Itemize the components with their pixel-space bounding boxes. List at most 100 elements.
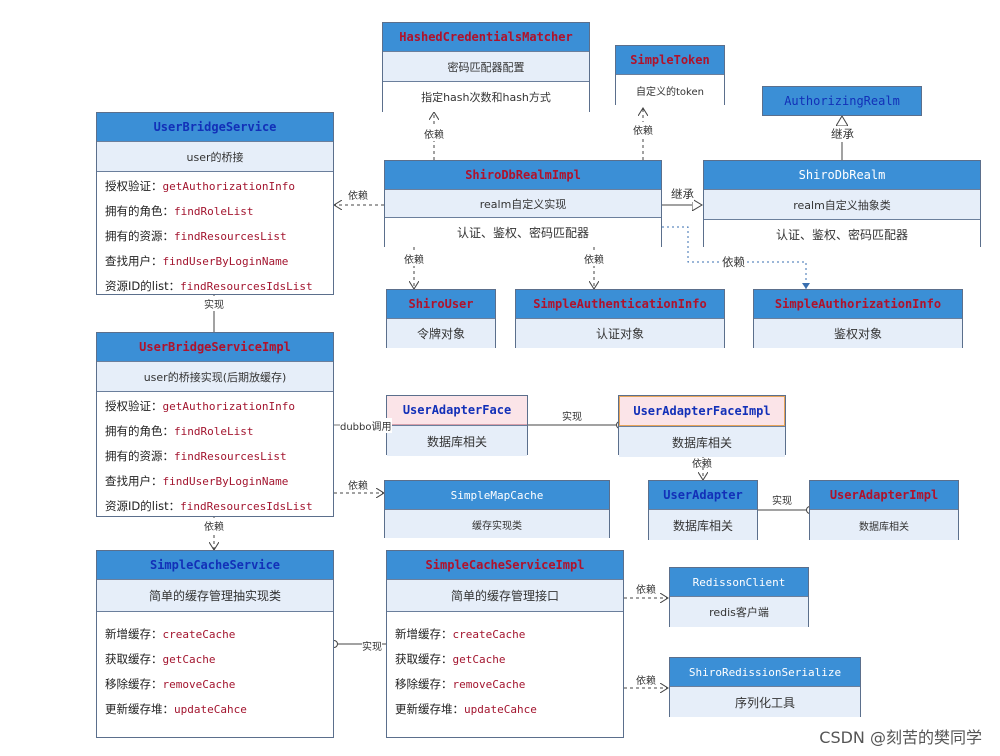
class-description: 序列化工具	[670, 686, 860, 717]
op-label: 移除缓存：	[105, 677, 163, 691]
op-method: getCache	[162, 653, 216, 666]
class-user-adapter-face[interactable]: UserAdapterFace 数据库相关	[386, 395, 528, 456]
operation: 更新缓存堆：updateCahce	[395, 697, 615, 722]
op-label: 资源ID的list：	[105, 279, 181, 293]
operation-list: 授权验证：getAuthorizationInfo 拥有的角色：findRole…	[97, 171, 333, 299]
operation: 授权验证：getAuthorizationInfo	[105, 394, 325, 419]
operation: 移除缓存：removeCache	[105, 672, 325, 697]
op-method: findRoleList	[174, 205, 254, 218]
operation: 拥有的角色：findRoleList	[105, 419, 325, 444]
op-label: 新增缓存：	[105, 627, 163, 641]
operation-list: 授权验证：getAuthorizationInfo 拥有的角色：findRole…	[97, 391, 333, 519]
class-description: 数据库相关	[619, 426, 785, 457]
label-depends: 依赖	[722, 254, 745, 270]
class-authorizing-realm[interactable]: AuthorizingRealm	[762, 86, 922, 116]
class-user-bridge-service[interactable]: UserBridgeService user的桥接 授权验证：getAuthor…	[96, 112, 334, 295]
op-label: 授权验证：	[105, 179, 163, 193]
class-name: SimpleAuthenticationInfo	[516, 290, 724, 318]
dep-realm-to-authzinfo	[662, 226, 810, 289]
op-method: getAuthorizationInfo	[162, 400, 295, 413]
op-method: updateCahce	[174, 703, 247, 716]
class-user-bridge-service-impl[interactable]: UserBridgeServiceImpl user的桥接实现(后期放缓存) 授…	[96, 332, 334, 517]
label-inherits: 继承	[831, 126, 854, 142]
operation: 拥有的资源：findResourcesList	[105, 224, 325, 249]
label-depends: 依赖	[636, 672, 656, 687]
class-shiro-redission-serialize[interactable]: ShiroRedissionSerialize 序列化工具	[669, 657, 861, 717]
class-user-adapter-face-impl[interactable]: UserAdapterFaceImpl 数据库相关	[618, 395, 786, 457]
class-user-adapter[interactable]: UserAdapter 数据库相关	[648, 480, 758, 540]
operation: 移除缓存：removeCache	[395, 672, 615, 697]
class-redisson-client[interactable]: RedissonClient redis客户端	[669, 567, 809, 627]
class-description: 数据库相关	[387, 425, 527, 456]
class-description: 数据库相关	[649, 509, 757, 540]
operation: 获取缓存：getCache	[105, 647, 325, 672]
operation: 查找用户：findUserByLoginName	[105, 249, 325, 274]
op-method: findResourcesList	[174, 450, 287, 463]
class-simple-authorization-info[interactable]: SimpleAuthorizationInfo 鉴权对象	[753, 289, 963, 348]
op-method: findUserByLoginName	[162, 475, 289, 488]
class-name: ShiroRedissionSerialize	[670, 658, 860, 686]
operation: 更新缓存堆：updateCahce	[105, 697, 325, 722]
op-label: 授权验证：	[105, 399, 163, 413]
class-simple-token[interactable]: SimpleToken 自定义的token	[615, 45, 725, 105]
label-depends: 依赖	[633, 122, 653, 137]
op-method: removeCache	[162, 678, 236, 691]
operation: 新增缓存：createCache	[105, 622, 325, 647]
class-simple-authentication-info[interactable]: SimpleAuthenticationInfo 认证对象	[515, 289, 725, 348]
op-label: 查找用户：	[105, 474, 163, 488]
class-name: SimpleCacheService	[97, 551, 333, 579]
class-stereotype: user的桥接实现(后期放缓存)	[97, 361, 333, 391]
class-name: ShiroDbRealmImpl	[385, 161, 661, 189]
class-shiro-user[interactable]: ShiroUser 令牌对象	[386, 289, 496, 348]
class-simple-cache-service[interactable]: SimpleCacheService 简单的缓存管理抽实现类 新增缓存：crea…	[96, 550, 334, 738]
class-hashed-credentials-matcher[interactable]: HashedCredentialsMatcher 密码匹配器配置 指定hash次…	[382, 22, 590, 112]
class-description: 缓存实现类	[385, 509, 609, 538]
op-method: findUserByLoginName	[162, 255, 289, 268]
class-name: SimpleMapCache	[385, 481, 609, 509]
label-implements: 实现	[204, 296, 224, 311]
class-name: AuthorizingRealm	[763, 87, 921, 115]
op-label: 资源ID的list：	[105, 499, 181, 513]
class-name: UserAdapterFace	[387, 396, 527, 425]
operation: 新增缓存：createCache	[395, 622, 615, 647]
class-description: 指定hash次数和hash方式	[383, 81, 589, 112]
op-method: getAuthorizationInfo	[162, 180, 295, 193]
op-label: 获取缓存：	[395, 652, 453, 666]
label-depends: 依赖	[424, 126, 444, 141]
op-label: 查找用户：	[105, 254, 163, 268]
class-description: 认证、鉴权、密码匹配器	[704, 219, 980, 248]
op-method: createCache	[452, 628, 526, 641]
operation: 资源ID的list：findResourcesIdsList	[105, 494, 325, 519]
op-method: getCache	[452, 653, 506, 666]
operation-list: 新增缓存：createCache 获取缓存：getCache 移除缓存：remo…	[387, 611, 623, 722]
class-name: ShiroUser	[387, 290, 495, 318]
class-stereotype: user的桥接	[97, 141, 333, 171]
op-label: 更新缓存堆：	[395, 702, 464, 716]
op-label: 拥有的角色：	[105, 204, 174, 218]
class-simple-map-cache[interactable]: SimpleMapCache 缓存实现类	[384, 480, 610, 538]
class-name: UserAdapter	[649, 481, 757, 509]
class-name: SimpleAuthorizationInfo	[754, 290, 962, 318]
class-simple-cache-service-impl[interactable]: SimpleCacheServiceImpl 简单的缓存管理接口 新增缓存：cr…	[386, 550, 624, 738]
class-description: redis客户端	[670, 596, 808, 627]
label-implements: 实现	[772, 492, 792, 507]
watermark: CSDN @刻苦的樊同学	[819, 728, 982, 747]
op-label: 移除缓存：	[395, 677, 453, 691]
label-implements: 实现	[562, 408, 582, 423]
label-implements: 实现	[362, 638, 382, 653]
label-depends: 依赖	[348, 477, 368, 492]
op-method: findRoleList	[174, 425, 254, 438]
label-depends: 依赖	[692, 459, 712, 470]
operation: 拥有的角色：findRoleList	[105, 199, 325, 224]
class-user-adapter-impl[interactable]: UserAdapterImpl 数据库相关	[809, 480, 959, 540]
class-name: UserAdapterFaceImpl	[619, 396, 785, 426]
op-method: updateCahce	[464, 703, 537, 716]
class-shiro-db-realm-impl[interactable]: ShiroDbRealmImpl realm自定义实现 认证、鉴权、密码匹配器	[384, 160, 662, 247]
op-label: 拥有的资源：	[105, 449, 174, 463]
class-shiro-db-realm[interactable]: ShiroDbRealm realm自定义抽象类 认证、鉴权、密码匹配器	[703, 160, 981, 248]
label-dubbo-call: dubbo调用	[340, 418, 392, 433]
label-depends: 依赖	[204, 518, 224, 533]
label-depends: 依赖	[404, 251, 424, 266]
class-stereotype: realm自定义实现	[385, 189, 661, 217]
operation-list: 新增缓存：createCache 获取缓存：getCache 移除缓存：remo…	[97, 611, 333, 722]
